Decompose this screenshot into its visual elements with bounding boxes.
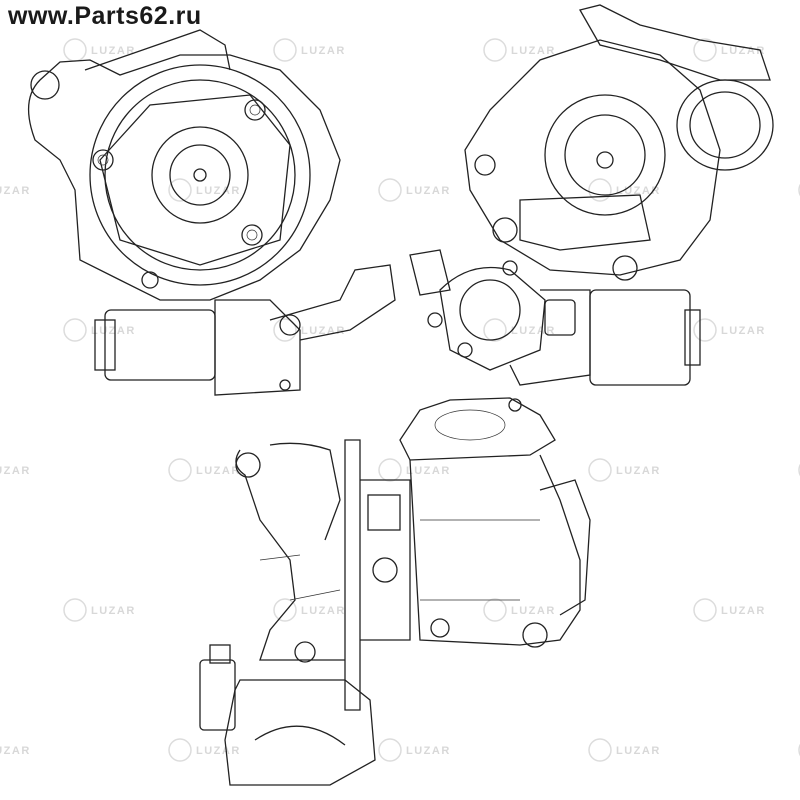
- luzar-watermark-text: LUZAR: [301, 605, 346, 617]
- luzar-watermark-text: LUZAR: [91, 45, 136, 57]
- luzar-watermark-text: LUZAR: [406, 745, 451, 757]
- luzar-watermark-text: LUZAR: [616, 465, 661, 477]
- luzar-watermark-text: LUZAR: [721, 605, 766, 617]
- luzar-logo-icon: [63, 38, 87, 62]
- luzar-logo-icon: [588, 458, 612, 482]
- luzar-logo-icon: [63, 318, 87, 342]
- luzar-logo-icon: [798, 463, 800, 477]
- luzar-watermark-text: LUZAR: [406, 185, 451, 197]
- luzar-logo-icon: [483, 598, 507, 622]
- luzar-watermark-text: LUZAR: [301, 325, 346, 337]
- luzar-logo-icon: [168, 458, 192, 482]
- site-watermark: www.Parts62.ru: [8, 2, 202, 30]
- luzar-logo-icon: [588, 178, 612, 202]
- luzar-logo-icon: [693, 598, 717, 622]
- turbo-view-rear: [409, 4, 774, 386]
- luzar-watermark-text: LUZAR: [511, 325, 556, 337]
- turbo-view-side: [199, 397, 591, 786]
- brand-watermarks: LUZAR LUZAR LUZAR LUZAR LUZAR LUZAR LUZAR LUZAR…: [0, 38, 800, 762]
- luzar-logo-icon: [588, 738, 612, 762]
- luzar-watermark-text: LUZAR: [91, 605, 136, 617]
- luzar-logo-icon: [693, 38, 717, 62]
- luzar-logo-icon: [378, 458, 402, 482]
- luzar-watermark-text: LUZAR: [511, 605, 556, 617]
- luzar-watermark-text: LUZAR: [721, 325, 766, 337]
- luzar-watermark-text: LUZAR: [406, 465, 451, 477]
- luzar-logo-icon: [273, 598, 297, 622]
- luzar-logo-icon: [378, 178, 402, 202]
- luzar-watermark-text: LUZAR: [196, 465, 241, 477]
- turbo-view-front: [27, 29, 396, 396]
- luzar-watermark-text: LUZAR: [721, 45, 766, 57]
- luzar-logo-icon: [168, 738, 192, 762]
- luzar-logo-icon: [378, 738, 402, 762]
- luzar-watermark-text: LUZAR: [301, 45, 346, 57]
- luzar-logo-icon: [273, 38, 297, 62]
- luzar-logo-icon: [483, 318, 507, 342]
- luzar-watermark-text: LUZAR: [511, 45, 556, 57]
- luzar-watermark-text: LUZAR: [0, 745, 31, 757]
- luzar-watermark-text: LUZAR: [196, 185, 241, 197]
- luzar-logo-icon: [63, 598, 87, 622]
- luzar-logo-icon: [483, 38, 507, 62]
- luzar-logo-icon: [693, 318, 717, 342]
- luzar-logo-icon: [273, 318, 297, 342]
- luzar-watermark-text: LUZAR: [91, 325, 136, 337]
- luzar-watermark-text: LUZAR: [0, 465, 31, 477]
- luzar-watermark-text: LUZAR: [616, 745, 661, 757]
- luzar-logo-icon: [168, 178, 192, 202]
- luzar-logo-icon: [798, 183, 800, 197]
- luzar-watermark-text: LUZAR: [196, 745, 241, 757]
- luzar-logo-icon: [798, 743, 800, 757]
- luzar-watermark-text: LUZAR: [0, 185, 31, 197]
